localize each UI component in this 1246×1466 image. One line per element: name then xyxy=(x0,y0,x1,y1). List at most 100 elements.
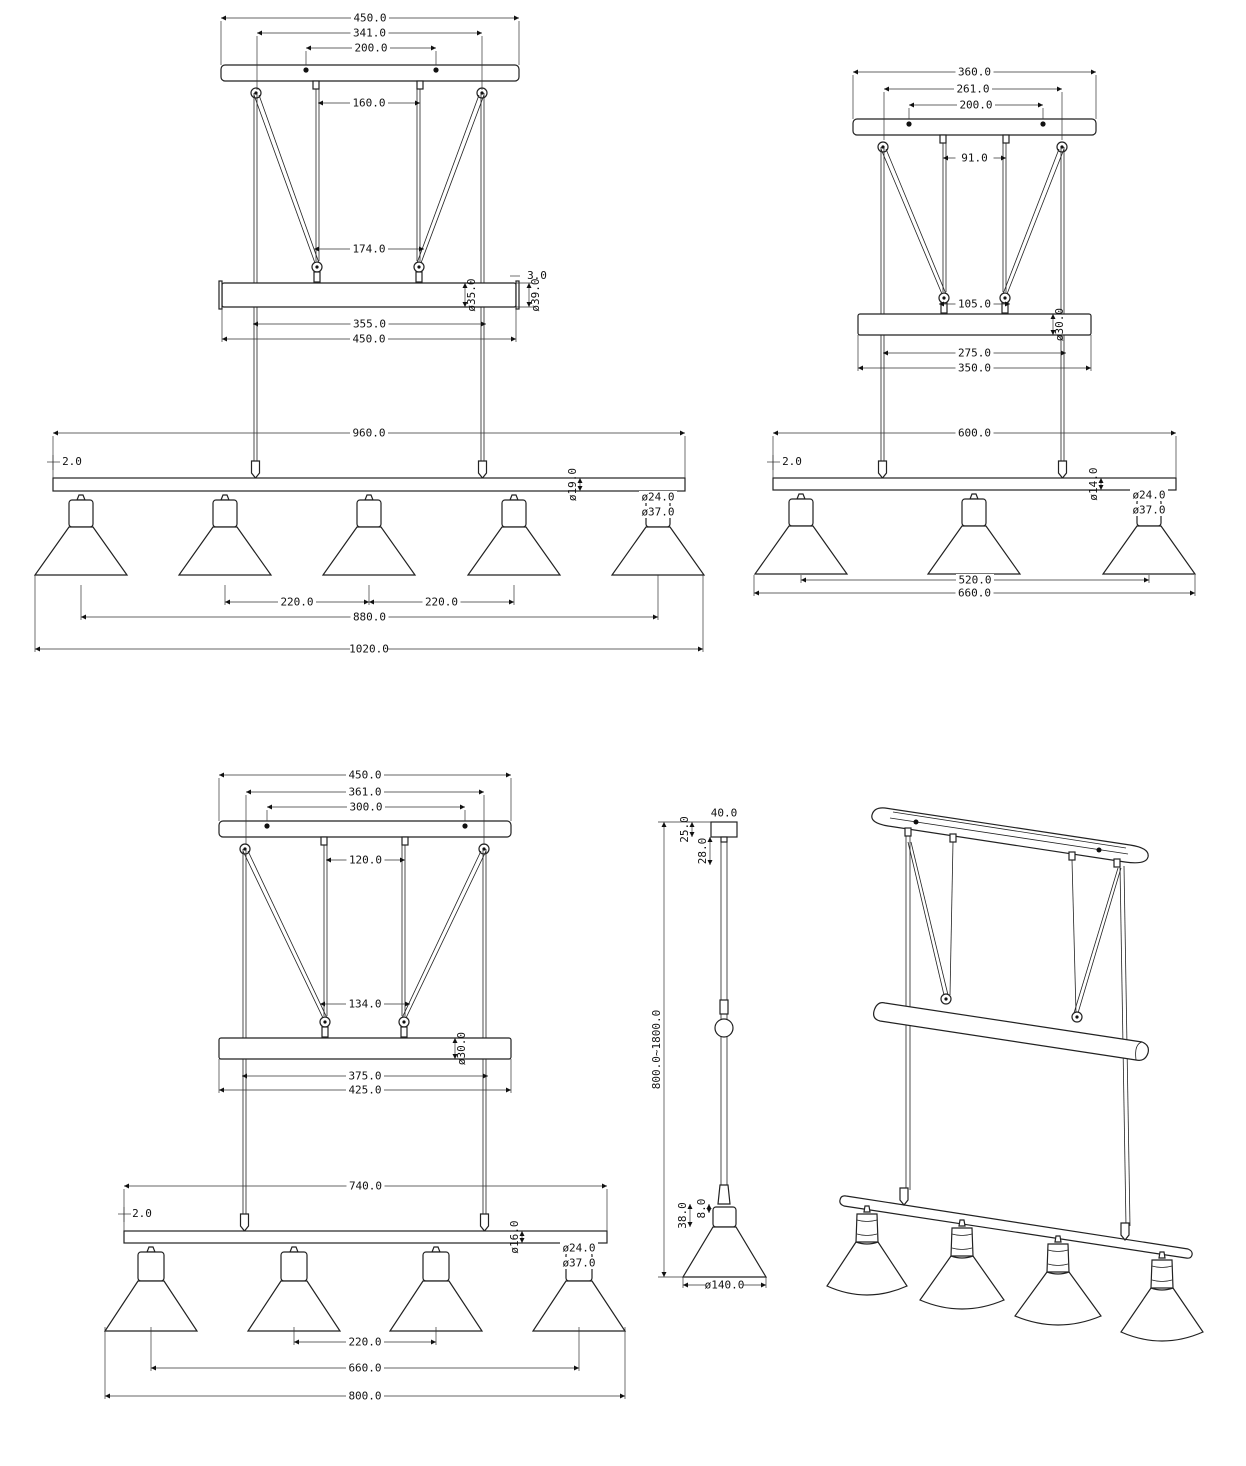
arrowhead xyxy=(1061,350,1066,356)
lamp-socket xyxy=(422,1251,450,1282)
dimension-label: ø140.0 xyxy=(705,1279,745,1292)
cable-end-cap xyxy=(479,1213,490,1232)
arrowhead xyxy=(306,45,311,51)
arrowhead xyxy=(526,283,532,288)
dimension-label: 425.0 xyxy=(348,1084,381,1097)
socket-cap xyxy=(364,494,374,501)
label-bg xyxy=(351,12,389,24)
arrowhead xyxy=(506,1087,511,1093)
cable-end-cap xyxy=(250,460,261,479)
mounting-screw xyxy=(906,121,912,127)
lamp-socket xyxy=(1046,1243,1070,1273)
arrowhead xyxy=(514,15,519,21)
three-light-front-view: 360.0261.0200.091.0105.0ø30.0275.0350.06… xyxy=(753,66,1197,600)
socket-cap xyxy=(431,1246,441,1253)
bar-end-cap xyxy=(218,280,223,310)
socket-cap xyxy=(796,493,806,500)
suspension-cable xyxy=(1071,859,1077,1014)
arrowhead xyxy=(257,30,262,36)
lamp-socket xyxy=(961,498,987,527)
label-bg xyxy=(346,1070,384,1082)
counterweight-bar xyxy=(873,1002,1149,1061)
dimension-label: 105.0 xyxy=(958,298,991,311)
arrowhead xyxy=(858,365,863,371)
ceiling-canopy xyxy=(871,807,1149,864)
arrowhead xyxy=(620,1393,625,1399)
label-bg xyxy=(639,506,677,518)
arrowhead xyxy=(124,1183,129,1189)
dimension-label: 1020.0 xyxy=(349,643,389,656)
dimension-label: 120.0 xyxy=(349,854,382,867)
label-bg xyxy=(955,587,994,599)
arrowhead xyxy=(1144,577,1149,583)
label-bg xyxy=(278,596,316,608)
arrowhead xyxy=(320,1001,325,1007)
diagonal-cable xyxy=(1073,867,1119,1014)
cable-end-cap xyxy=(1120,1222,1130,1241)
arrowhead xyxy=(415,100,420,106)
lamp-socket xyxy=(137,1251,165,1282)
arrowhead xyxy=(326,857,331,863)
cable-end-cap xyxy=(899,1187,909,1206)
arrowhead xyxy=(1171,430,1176,436)
label-bg xyxy=(955,66,994,78)
socket-cap xyxy=(863,1205,871,1213)
dimension-label: ø37.0 xyxy=(1132,504,1165,517)
socket-cap xyxy=(717,1184,731,1205)
dimension-label: ø37.0 xyxy=(641,506,674,519)
lamp-shade-4 xyxy=(531,1280,627,1332)
socket-cap xyxy=(1158,1251,1166,1259)
dimension-label: 220.0 xyxy=(425,596,458,609)
label-bg xyxy=(955,362,994,374)
arrowhead xyxy=(246,789,251,795)
arrowhead xyxy=(431,45,436,51)
arrowhead xyxy=(369,599,374,605)
lamp-shade-1 xyxy=(103,1280,199,1332)
cable-grip xyxy=(904,827,912,837)
arrowhead xyxy=(53,430,58,436)
bar-bracket xyxy=(719,999,729,1015)
dimension-label: ø19.0 xyxy=(566,468,579,501)
lamp-socket xyxy=(212,499,238,528)
arrowhead xyxy=(419,246,424,252)
diagonal-cable xyxy=(401,850,482,1019)
arrowhead xyxy=(602,1183,607,1189)
cable-end-cap xyxy=(1057,460,1068,479)
lamp-shade-5 xyxy=(610,526,706,576)
cable-end-cap xyxy=(477,460,488,479)
arrowhead xyxy=(506,772,511,778)
lamp-socket xyxy=(501,499,527,528)
dimension-label: 660.0 xyxy=(958,587,991,600)
label-bg xyxy=(350,97,388,109)
label-bg xyxy=(422,596,461,608)
dimension-label: 450.0 xyxy=(353,12,386,25)
socket-cap xyxy=(969,493,979,500)
arrowhead xyxy=(225,599,230,605)
diagonal-cable xyxy=(907,841,945,996)
socket-ring xyxy=(1047,1263,1069,1266)
label-bg xyxy=(705,1279,744,1291)
socket-cap xyxy=(509,494,519,501)
cable-grip xyxy=(320,836,328,846)
dimension-label: ø37.0 xyxy=(562,1257,595,1270)
pulley-axle xyxy=(1075,1015,1079,1019)
lamp-socket xyxy=(788,498,814,527)
mounting-screw xyxy=(913,819,919,825)
diagonal-cable xyxy=(416,94,480,264)
arrowhead xyxy=(483,1073,488,1079)
arrowhead xyxy=(853,69,858,75)
main-light-bar xyxy=(772,477,1177,491)
diagonal-cable xyxy=(910,841,949,996)
cable-grip xyxy=(401,836,409,846)
label-bg xyxy=(560,1257,598,1269)
main-light-bar xyxy=(123,1230,608,1244)
dimension-label: 40.0 xyxy=(711,807,738,820)
diagonal-cable xyxy=(242,850,324,1019)
arrowhead xyxy=(509,599,514,605)
dimension-label: 450.0 xyxy=(348,769,381,782)
label-bg xyxy=(350,427,388,439)
arrowhead xyxy=(680,430,685,436)
socket-ring xyxy=(951,1233,973,1236)
